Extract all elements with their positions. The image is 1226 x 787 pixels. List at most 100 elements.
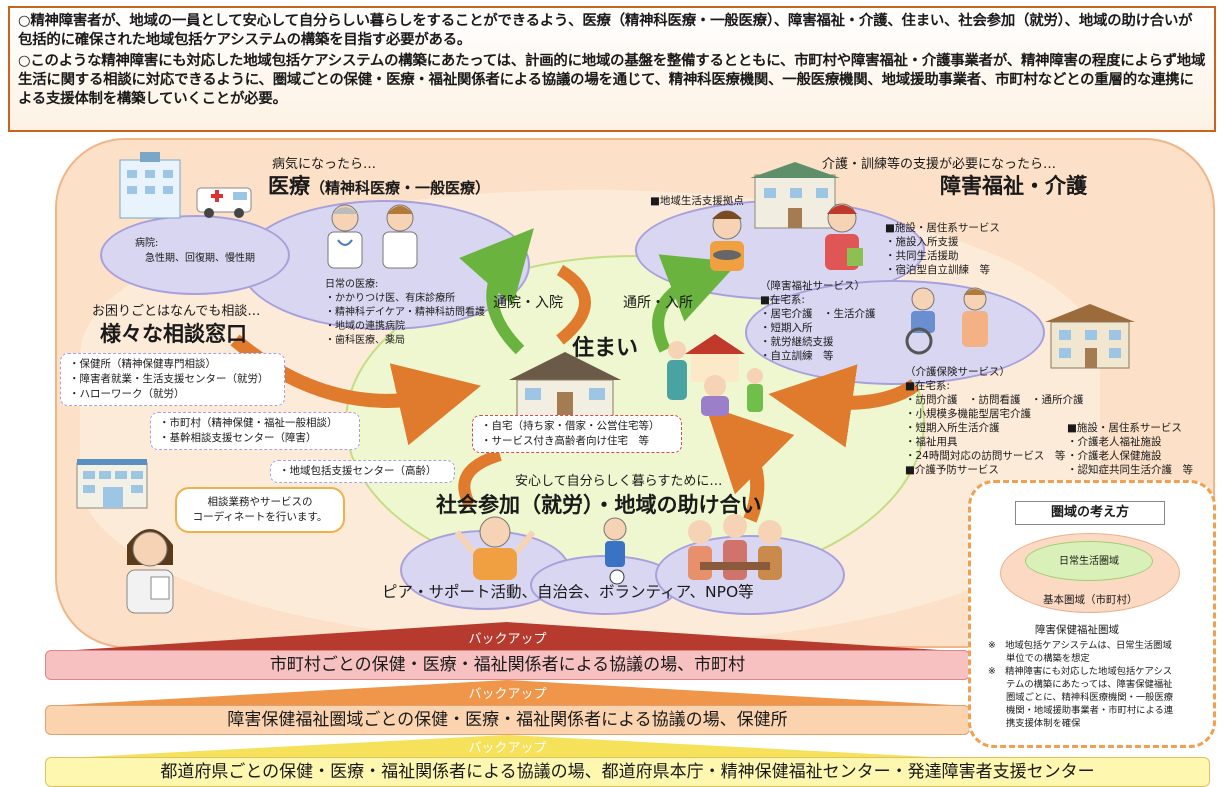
welfare-area-label: 障害保健福祉圏域 bbox=[1035, 624, 1119, 636]
daily-care-block: 日常の医療: ・かかりつけ医、有床診療所 ・精神科デイケア・精神科訪問看護 ・地… bbox=[325, 278, 485, 348]
house-icon bbox=[505, 350, 625, 426]
daily-care-item: ・歯科医療、薬局 bbox=[325, 335, 405, 346]
welfare-facility-item: ・共同生活援助 bbox=[885, 250, 959, 262]
band-region: 障害保健福祉圏域ごとの保健・医療・福祉関係者による協議の場、保健所 bbox=[45, 705, 970, 735]
care-item: ・訪問介護 ・訪問看護 ・通所介護 bbox=[905, 394, 1084, 406]
care-item: ・小規模多機能型居宅介護 bbox=[905, 408, 1031, 420]
speech-line: 相談業務やサービスの bbox=[207, 496, 313, 508]
housing-item: ・自宅（持ち家・借家・公営住宅等） bbox=[481, 420, 660, 432]
welfare-home-item: ・就労継続支援 bbox=[760, 336, 834, 348]
consult-speech-bubble: 相談業務やサービスの コーディネートを行います。 bbox=[175, 487, 345, 533]
welfare-home-title: ■在宅系: bbox=[760, 294, 805, 306]
care-facility-building-icon bbox=[1045, 300, 1135, 374]
care-facility-item: ・介護老人保健施設 bbox=[1067, 450, 1162, 462]
backup-triangle-3 bbox=[45, 735, 970, 759]
support-center-building-icon bbox=[750, 160, 840, 234]
care-facility-title: ■施設・居住系サービス bbox=[1067, 422, 1182, 434]
note-line: 圏域ごとに、精神科医療機関・一般医療 bbox=[1006, 692, 1174, 703]
consult-box-municipal: ・市町村（精神保健・福祉一般相談） ・基幹相談支援センター（障害） bbox=[150, 412, 360, 450]
note-line: 単位での構築を想定 bbox=[1006, 653, 1090, 664]
hospital-oval bbox=[100, 215, 290, 295]
consult-item: ・ハローワーク（就労） bbox=[69, 388, 185, 400]
volunteer-group-icon bbox=[680, 510, 790, 589]
welfare-home-item: ・居宅介護 ・生活介護 bbox=[760, 308, 876, 320]
speech-line: コーディネートを行います。 bbox=[192, 511, 328, 523]
consult-office-building-icon bbox=[75, 455, 150, 514]
care-item: ・短期入所生活介護 bbox=[905, 422, 1000, 434]
backup-label: バックアップ bbox=[468, 632, 547, 647]
housing-item: ・サービス付き高齢者向け住宅 等 bbox=[481, 435, 649, 447]
band-prefecture: 都道府県ごとの保健・医療・福祉関係者による協議の場、都道府県本庁・精神保健福祉セ… bbox=[45, 757, 1210, 787]
family-elder-wheelchair-icon bbox=[655, 320, 775, 424]
consult-subtitle: お困りごとはなんでも相談… bbox=[92, 304, 261, 319]
child-soccer-icon bbox=[595, 515, 635, 589]
note-line: ※ 地域包括ケアシステムは、日常生活圏域 bbox=[988, 640, 1172, 651]
welfare-facility-item: ・施設入所支援 bbox=[885, 236, 959, 248]
note-line: ※ 精神障害にも対応した地域包括ケアシス bbox=[988, 666, 1173, 677]
consult-box-regional: ・地域包括支援センター（高齢） bbox=[270, 460, 455, 483]
arrow-label-visit: 通所・入所 bbox=[623, 295, 693, 311]
backup-label: バックアップ bbox=[468, 741, 547, 756]
daily-care-item: ・精神科デイケア・精神科訪問看護 bbox=[325, 307, 485, 318]
care-to-housing-arrow bbox=[768, 364, 920, 448]
hospital-arrow-up bbox=[459, 228, 534, 355]
housing-to-social-arrow bbox=[458, 449, 502, 508]
welfare-service-label: （障害福祉サービス） bbox=[760, 280, 865, 292]
care-insurance-block: （介護保険サービス） ■在宅系: ・訪問介護 ・訪問看護 ・通所介護 ・小規模多… bbox=[905, 365, 1084, 477]
consult-item: ・市町村（精神保健・福祉一般相談） bbox=[159, 417, 338, 429]
care-facility-item: ・認知症共同生活介護 等 bbox=[1067, 464, 1193, 476]
shopping-woman-icon bbox=[815, 198, 870, 282]
care-home-title: ■在宅系: bbox=[905, 380, 950, 392]
care-item: ・24時間対応の訪問サービス 等 bbox=[905, 450, 1066, 462]
welfare-home-item: ・短期入所 bbox=[760, 322, 813, 334]
area-concept-title: 圏域の考え方 bbox=[1015, 501, 1165, 525]
area-notes: ※ 地域包括ケアシステムは、日常生活圏域 単位での構築を想定 ※ 精神障害にも対… bbox=[988, 639, 1173, 730]
backup-triangle-2 bbox=[45, 680, 970, 706]
daily-care-label: 日常の医療: bbox=[325, 279, 379, 290]
nurse-icon bbox=[375, 200, 425, 274]
care-insurance-label: （介護保険サービス） bbox=[905, 366, 1010, 378]
daily-care-item: ・かかりつけ医、有床診療所 bbox=[325, 293, 456, 304]
care-facility-item: ・介護老人福祉施設 bbox=[1067, 436, 1162, 448]
welfare-facility-item: ・宿泊型自立訓練 等 bbox=[885, 264, 990, 276]
consult-item: ・基幹相談支援センター（障害） bbox=[159, 432, 317, 444]
caregiver-icon bbox=[950, 285, 1000, 359]
ambulance-icon bbox=[195, 180, 255, 224]
care-prevention: ■介護予防サービス bbox=[905, 464, 999, 476]
daily-area-ellipse: 日常生活圏域 bbox=[1025, 541, 1153, 581]
welfare-home-block: （障害福祉サービス） ■在宅系: ・居宅介護 ・生活介護 ・短期入所 ・就労継続… bbox=[760, 279, 876, 363]
peer-support-man-icon bbox=[454, 512, 536, 586]
welfare-home-item: ・自立訓練 等 bbox=[760, 350, 834, 362]
backup-label: バックアップ bbox=[468, 687, 547, 702]
doctor-icon bbox=[320, 200, 370, 274]
backup-triangle-1 bbox=[45, 622, 970, 652]
basic-area-label: 基本圏域（市町村） bbox=[1043, 594, 1138, 606]
header-paragraph-2: ○このような精神障害にも対応した地域包括ケアシステムの構築にあたっては、計画的に… bbox=[18, 53, 1206, 107]
medical-title-paren: （精神科医療・一般医療） bbox=[310, 179, 491, 197]
care-facility-block: ■施設・居住系サービス ・介護老人福祉施設 ・介護老人保健施設 ・認知症共同生活… bbox=[1067, 421, 1193, 477]
social-title: 社会参加（就労）・地域の助け合い bbox=[436, 493, 762, 517]
hospital-label: 病院: bbox=[135, 238, 159, 249]
community-base-label: ■地域生活支援拠点 bbox=[650, 195, 744, 207]
arrow-label-hospital: 通院・入院 bbox=[493, 295, 563, 311]
welfare-title: 障害福祉・介護 bbox=[940, 174, 1087, 198]
daily-care-item: ・地域の連携病院 bbox=[325, 321, 405, 332]
medical-subtitle: 病気になったら… bbox=[272, 157, 377, 172]
medical-title: 医療 bbox=[268, 174, 310, 198]
social-activities: ピア・サポート活動、自治会、ボランティア、NPO等 bbox=[382, 583, 754, 601]
hospital-arrow-down bbox=[556, 264, 591, 345]
housing-title: 住まい bbox=[572, 336, 639, 361]
consult-box-health: ・保健所（精神保健専門相談） ・障害者就業・生活支援センター（就労） ・ハローワ… bbox=[60, 353, 285, 406]
note-line: テムの構築にあたっては、障害保健福祉 bbox=[1006, 679, 1173, 690]
welfare-facility-title: ■施設・居住系サービス bbox=[885, 222, 1000, 234]
note-line: 機関・地域援助事業者・市町村による連 bbox=[1006, 705, 1174, 716]
band-municipality: 市町村ごとの保健・医療・福祉関係者による協議の場、市町村 bbox=[45, 650, 970, 680]
welfare-subtitle: 介護・訓練等の支援が必要になったら… bbox=[822, 157, 1057, 172]
consult-item: ・障害者就業・生活支援センター（就労） bbox=[69, 373, 269, 385]
housing-box: ・自宅（持ち家・借家・公営住宅等） ・サービス付き高齢者向け住宅 等 bbox=[472, 415, 682, 453]
social-subtitle: 安心して自分らしく暮らすために… bbox=[515, 474, 723, 489]
medical-title-group: 医療（精神科医療・一般医療） bbox=[268, 170, 490, 200]
header-paragraph-1: ○精神障害者が、地域の一員として安心して自分らしい暮らしをすることができるよう、… bbox=[18, 13, 1193, 48]
visit-arrow-up bbox=[652, 254, 739, 353]
social-to-housing-arrow bbox=[705, 405, 795, 523]
